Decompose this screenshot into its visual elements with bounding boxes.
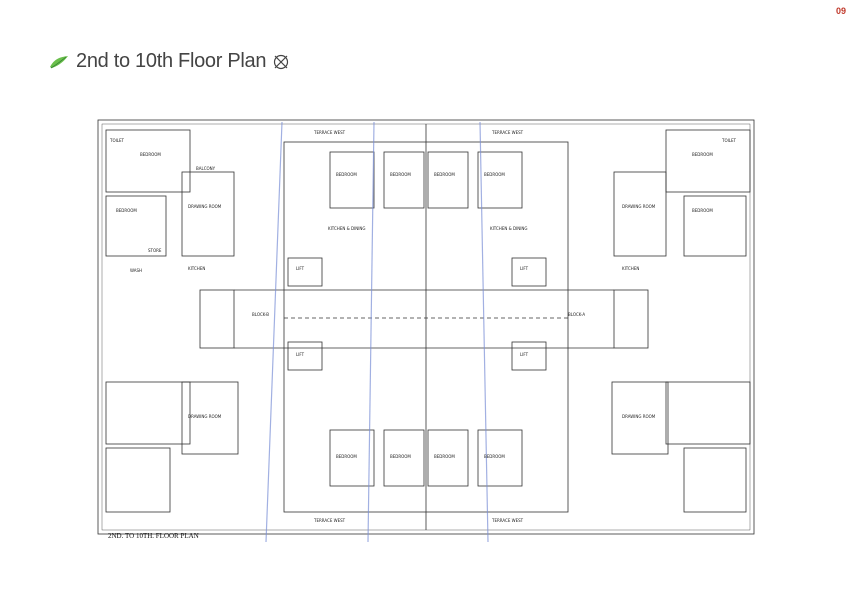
label-toilet-1: TOILET — [109, 138, 125, 143]
label-kitchen-1: KITCHEN — [188, 266, 205, 271]
label-bedroom-9: BEDROOM — [434, 454, 455, 459]
label-drawing-room-3: DRAWING ROOM — [188, 414, 222, 419]
page-title: 2nd to 10th Floor Plan — [76, 50, 267, 72]
label-bedroom-2: BEDROOM — [116, 208, 137, 213]
label-store-1: STORE — [148, 248, 162, 253]
label-kitchen-dining-2: KITCHEN & DINING — [490, 226, 528, 231]
label-terrace-west-3: TERRACE WEST — [313, 518, 346, 523]
label-block-a: BLOCK-A — [568, 312, 585, 317]
label-lift-3: LIFT — [296, 352, 305, 357]
label-kitchen-dining-1: KITCHEN & DINING — [328, 226, 366, 231]
label-kitchen-2: KITCHEN — [622, 266, 639, 271]
label-bedroom-7: BEDROOM — [336, 454, 357, 459]
label-terrace-west-2: TERRACE WEST — [491, 130, 524, 135]
label-drawing-room-2: DRAWING ROOM — [622, 204, 656, 209]
label-bedroom-4: BEDROOM — [390, 172, 411, 177]
floor-plan-drawing: TOILET BEDROOM BALCONY BEDROOM DRAWING R… — [97, 119, 755, 543]
label-drawing-room-1: DRAWING ROOM — [188, 204, 222, 209]
label-terrace-west-1: TERRACE WEST — [313, 130, 346, 135]
label-block-b: BLOCK-B — [252, 312, 269, 317]
leaf-icon — [50, 55, 68, 68]
plan-caption: 2ND. TO 10TH. FLOOR PLAN — [108, 532, 199, 540]
label-lift-1: LIFT — [296, 266, 305, 271]
label-bedroom-5: BEDROOM — [434, 172, 455, 177]
page-header: 2nd to 10th Floor Plan — [48, 50, 290, 73]
label-bedroom-6: BEDROOM — [484, 172, 505, 177]
label-balcony-1: BALCONY — [196, 166, 216, 171]
label-bedroom-12: BEDROOM — [692, 208, 713, 213]
label-bedroom-3: BEDROOM — [336, 172, 357, 177]
label-bedroom-10: BEDROOM — [484, 454, 505, 459]
label-bedroom-11: BEDROOM — [692, 152, 713, 157]
label-toilet-2: TOILET — [721, 138, 737, 143]
label-wash-1: WASH — [130, 268, 142, 273]
label-lift-4: LIFT — [520, 352, 529, 357]
page-number: 09 — [835, 6, 846, 16]
label-bedroom-1: BEDROOM — [140, 152, 161, 157]
label-terrace-west-4: TERRACE WEST — [491, 518, 524, 523]
label-lift-2: LIFT — [520, 266, 529, 271]
label-drawing-room-4: DRAWING ROOM — [622, 414, 656, 419]
label-bedroom-8: BEDROOM — [390, 454, 411, 459]
compass-icon — [274, 54, 289, 69]
